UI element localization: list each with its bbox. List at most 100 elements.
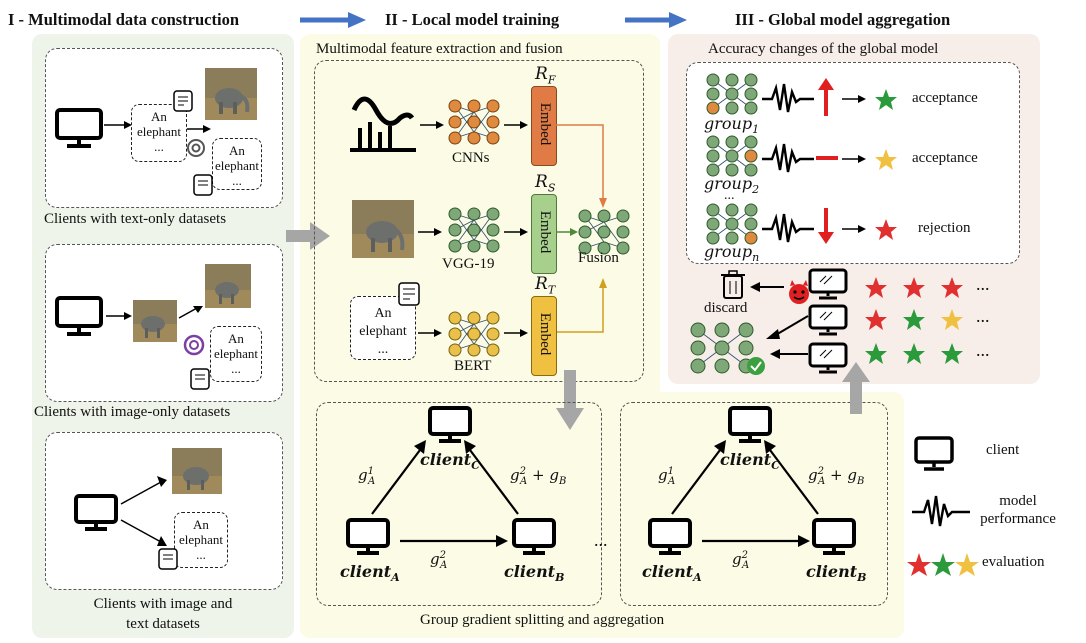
global-model-icon	[690, 322, 765, 375]
gray-flow-arrow	[286, 222, 330, 250]
legend-performance-line1: model	[999, 493, 1037, 509]
legend-evaluation-label: evaluation	[982, 554, 1045, 570]
row-dots: ...	[976, 340, 990, 360]
embed-block-orange	[531, 86, 557, 166]
group-box-right	[620, 402, 888, 606]
monitor-icon	[55, 108, 103, 148]
elephant-image-icon	[133, 300, 177, 342]
star-yellow-icon	[941, 309, 963, 330]
feature-box-title: Multimodal feature extraction and fusion	[316, 41, 563, 57]
vgg-label: VGG-19	[442, 256, 495, 272]
client-sub: C	[471, 459, 480, 473]
down-arrow-icon	[818, 208, 834, 244]
ai-knot-icon	[187, 139, 205, 157]
client-a-label: clientA	[340, 562, 400, 584]
monitor-icon	[55, 296, 103, 336]
monitor-icon	[74, 494, 118, 531]
rs-label: RS	[535, 172, 555, 194]
star-green-icon	[903, 309, 925, 330]
text-bubble: An elephant...	[131, 104, 187, 162]
client-monitor-icon	[808, 342, 848, 374]
g-sup: 2	[439, 550, 446, 561]
legend-star-yellow-icon	[955, 553, 979, 576]
g-sup: 2	[741, 550, 748, 561]
client-base: client	[420, 450, 472, 469]
elephant-image-icon	[172, 448, 222, 494]
bubble-ellipsis: ...	[232, 173, 242, 188]
client-base: client	[340, 562, 392, 581]
fusion-network-icon	[578, 209, 630, 255]
group-base: group	[704, 174, 753, 193]
bubble-text: An elephant	[178, 517, 224, 547]
client-sub: A	[693, 571, 702, 585]
performance-wave-icon	[762, 143, 814, 173]
embed-label: Embed	[537, 102, 553, 146]
legend-performance-line2: performance	[980, 511, 1056, 527]
arrow-icon	[504, 329, 528, 337]
gb-sub: B	[856, 476, 865, 487]
g-a2-label: g2A	[732, 550, 749, 571]
g-sub: A	[367, 476, 376, 487]
gray-flow-arrow	[842, 362, 870, 414]
client-sub: B	[857, 571, 867, 585]
embed-block-yellow	[531, 296, 557, 376]
group-base: group	[704, 242, 753, 261]
g-base: g	[658, 466, 668, 484]
star-red-icon	[865, 277, 887, 298]
arrow-icon	[120, 476, 167, 505]
caption-text-only: Clients with text-only datasets	[44, 211, 227, 227]
rt-base: R	[535, 274, 548, 294]
client-b-label: clientB	[504, 562, 564, 584]
star-green-icon	[865, 343, 887, 364]
group-caption: Group gradient splitting and aggregation	[420, 612, 665, 628]
arrow-icon	[842, 155, 866, 163]
group-box-left	[316, 402, 602, 606]
groupn-label: groupn	[704, 242, 759, 264]
client-base: client	[720, 450, 772, 469]
embed-label: Embed	[537, 210, 553, 254]
group-network-icon	[706, 203, 758, 245]
client-base: client	[806, 562, 858, 581]
g-sup: 2	[519, 466, 526, 477]
arrow-icon	[504, 228, 528, 236]
header-arrow-2	[625, 12, 687, 28]
group-sub: n	[752, 251, 760, 265]
arrow-icon	[770, 349, 808, 359]
discard-label: discard	[704, 300, 748, 316]
star-green-icon	[903, 343, 925, 364]
text-bubble: An elephant...	[210, 326, 262, 382]
client-sub: C	[771, 459, 780, 473]
g-sub: A	[741, 560, 750, 571]
gb-sub: B	[558, 476, 567, 487]
vgg-network-icon	[448, 207, 500, 253]
g-sub: A	[667, 476, 676, 487]
caption-line1: Clients with image and	[93, 596, 233, 612]
bubble-ellipsis: ...	[196, 547, 206, 562]
document-icon	[193, 174, 213, 196]
plus-gb: + g	[532, 466, 559, 484]
arrow-icon	[464, 440, 519, 515]
client-sub: A	[391, 571, 400, 585]
stage2-title: II - Local model training	[385, 10, 560, 29]
rf-label: RF	[535, 64, 555, 86]
g-a2-label: g2A	[430, 550, 447, 571]
group-vdots: ...	[724, 188, 735, 203]
monitor-icon	[728, 406, 772, 443]
between-dots: ...	[594, 530, 608, 550]
header-arrow-1	[300, 12, 366, 28]
elephant-image-icon	[205, 264, 251, 308]
client-sub: B	[555, 571, 565, 585]
monitor-icon	[648, 518, 692, 555]
gray-flow-arrow	[556, 370, 584, 430]
client-a-label: clientA	[642, 562, 702, 584]
arrow-icon	[842, 95, 866, 103]
group1-label: group1	[704, 114, 759, 136]
flat-dash-icon	[816, 156, 838, 160]
rejection-label: rejection	[918, 220, 971, 236]
arrow-icon	[418, 228, 442, 236]
arrow-icon	[187, 125, 211, 133]
arrow-icon	[420, 121, 444, 129]
ai-knot-icon	[183, 334, 205, 356]
cnn-label: CNNs	[452, 150, 490, 166]
text-bubble: An elephant...	[212, 138, 262, 190]
